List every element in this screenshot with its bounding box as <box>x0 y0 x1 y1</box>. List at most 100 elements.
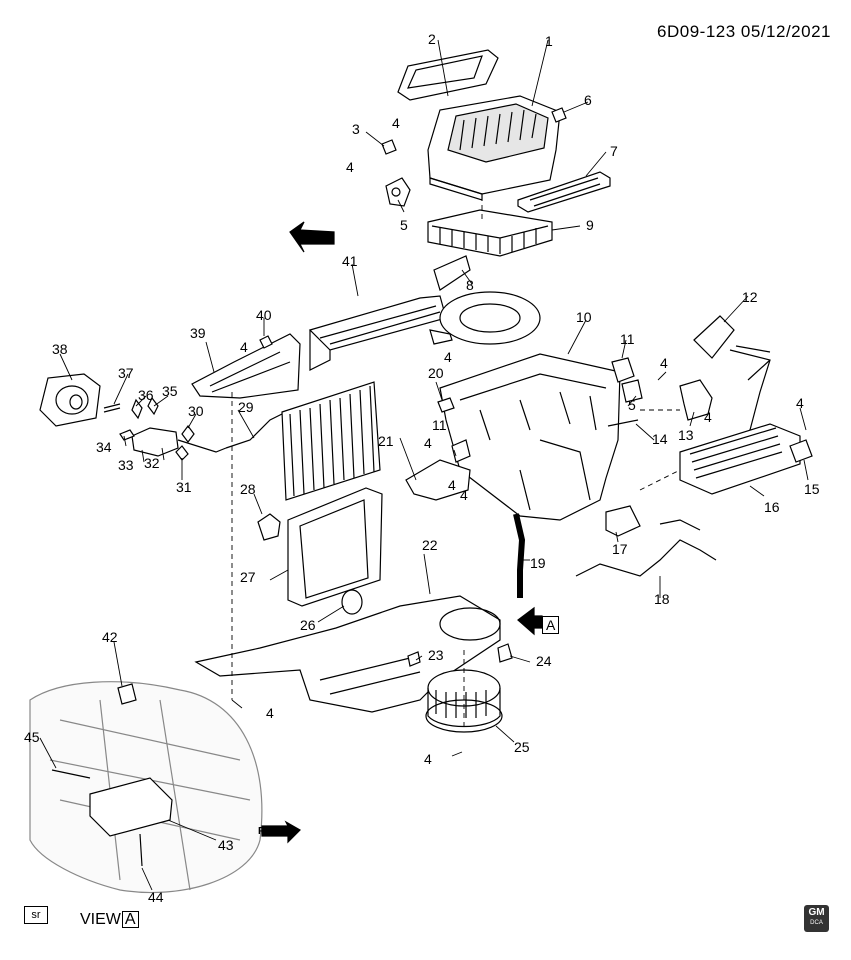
part-15-clip[interactable] <box>789 439 813 463</box>
front-arrow-lower <box>261 820 301 844</box>
callout-39: 39 <box>190 325 206 341</box>
callout-8: 8 <box>466 277 474 293</box>
callout-4: 4 <box>460 487 468 503</box>
frt-label-lower: FRT <box>258 826 277 837</box>
callout-21: 21 <box>378 433 394 449</box>
part-22-blower-case[interactable] <box>194 595 501 713</box>
callout-4: 4 <box>660 355 668 371</box>
part-29-tube[interactable] <box>225 409 291 449</box>
part-11-actuator-upper[interactable] <box>611 357 635 383</box>
callout-35: 35 <box>162 383 178 399</box>
part-14-screw[interactable] <box>607 419 639 427</box>
callout-33: 33 <box>118 457 134 473</box>
part-20-clip[interactable] <box>437 397 455 413</box>
part-17-seal[interactable] <box>605 505 641 537</box>
callout-27: 27 <box>240 569 256 585</box>
frt-label-upper: FRT <box>306 235 325 246</box>
callout-19: 19 <box>530 555 546 571</box>
callout-4: 4 <box>424 435 432 451</box>
callout-17: 17 <box>612 541 628 557</box>
part-1-upper-case[interactable] <box>427 95 561 201</box>
part-43-bracket[interactable] <box>89 777 173 837</box>
callout-9: 9 <box>586 217 594 233</box>
callout-12: 12 <box>742 289 758 305</box>
callout-4: 4 <box>346 159 354 175</box>
callout-34: 34 <box>96 439 112 455</box>
front-arrow-upper <box>289 221 335 253</box>
callout-28: 28 <box>240 481 256 497</box>
part-18-wiring-harness[interactable] <box>575 519 717 577</box>
callout-15: 15 <box>804 481 820 497</box>
part-31-seal[interactable] <box>175 445 189 461</box>
callout-20: 20 <box>428 365 444 381</box>
callout-11: 11 <box>432 417 447 433</box>
callout-5: 5 <box>628 397 636 413</box>
part-evaporator-core[interactable] <box>281 381 381 501</box>
callout-4: 4 <box>240 339 248 355</box>
callout-31: 31 <box>176 479 192 495</box>
part-5-actuator-lower[interactable] <box>621 379 643 403</box>
part-24-clip[interactable] <box>497 643 513 663</box>
callout-18: 18 <box>654 591 670 607</box>
callout-3: 3 <box>352 121 360 137</box>
part-35-seal[interactable] <box>147 396 159 416</box>
callout-4: 4 <box>796 395 804 411</box>
part-19-drain-hose[interactable] <box>513 513 526 598</box>
callout-38: 38 <box>52 341 68 357</box>
callout-30: 30 <box>188 403 204 419</box>
part-5-actuator-upper[interactable] <box>385 177 411 207</box>
part-45-bolt[interactable] <box>51 769 91 779</box>
callout-5: 5 <box>400 217 408 233</box>
part-39-duct[interactable] <box>191 333 301 399</box>
view-a-arrow <box>517 606 543 636</box>
callout-4: 4 <box>704 409 712 425</box>
part-33-expansion-valve[interactable] <box>131 427 227 457</box>
callout-41: 41 <box>342 253 358 269</box>
part-44-bolt[interactable] <box>139 833 143 867</box>
part-27-evap-seal[interactable] <box>287 487 383 607</box>
part-40-clip[interactable] <box>259 335 273 349</box>
part-8-blower-upper[interactable] <box>429 255 541 345</box>
part-28-grommet[interactable] <box>257 513 281 541</box>
part-37-pin[interactable] <box>103 403 121 413</box>
gm-logo: GM DCA <box>804 905 829 932</box>
callout-4: 4 <box>444 349 452 365</box>
part-3-clip[interactable] <box>381 139 397 155</box>
part-26-seal[interactable] <box>341 589 363 615</box>
part-10-heater-case[interactable] <box>439 353 621 521</box>
callout-44: 44 <box>148 889 164 905</box>
part-11-actuator-lower[interactable] <box>451 439 471 463</box>
callout-26: 26 <box>300 617 316 633</box>
callout-40: 40 <box>256 307 272 323</box>
part-7-filter-cover[interactable] <box>517 171 611 213</box>
callout-6: 6 <box>584 92 592 108</box>
part-6-clip[interactable] <box>551 107 567 123</box>
callout-25: 25 <box>514 739 530 755</box>
part-42-clip[interactable] <box>117 683 137 705</box>
part-36-seal[interactable] <box>131 398 143 420</box>
part-38-grommet[interactable] <box>39 373 101 427</box>
part-34-clip[interactable] <box>119 429 135 441</box>
callout-43: 43 <box>218 837 234 853</box>
part-30-seal[interactable] <box>181 425 195 443</box>
view-a-marker: A <box>542 616 560 634</box>
part-41-duct[interactable] <box>308 295 447 371</box>
callout-14: 14 <box>652 431 668 447</box>
part-2-seal[interactable] <box>397 49 499 101</box>
part-9-air-filter[interactable] <box>427 209 553 257</box>
callout-4: 4 <box>424 751 432 767</box>
callout-42: 42 <box>102 629 118 645</box>
sr-box: sr <box>24 906 48 924</box>
part-16-heater-core[interactable] <box>679 423 801 495</box>
callout-4: 4 <box>392 115 400 131</box>
gm-logo-bottom: DCA <box>810 920 823 926</box>
diagram-code-date: 6D09-123 05/12/2021 <box>657 22 831 41</box>
callout-10: 10 <box>576 309 592 325</box>
part-21-duct[interactable] <box>405 459 471 501</box>
callout-32: 32 <box>144 455 160 471</box>
callout-36: 36 <box>138 387 154 403</box>
callout-29: 29 <box>238 399 254 415</box>
part-13-bracket[interactable] <box>679 379 713 421</box>
part-23-clip[interactable] <box>407 651 421 667</box>
